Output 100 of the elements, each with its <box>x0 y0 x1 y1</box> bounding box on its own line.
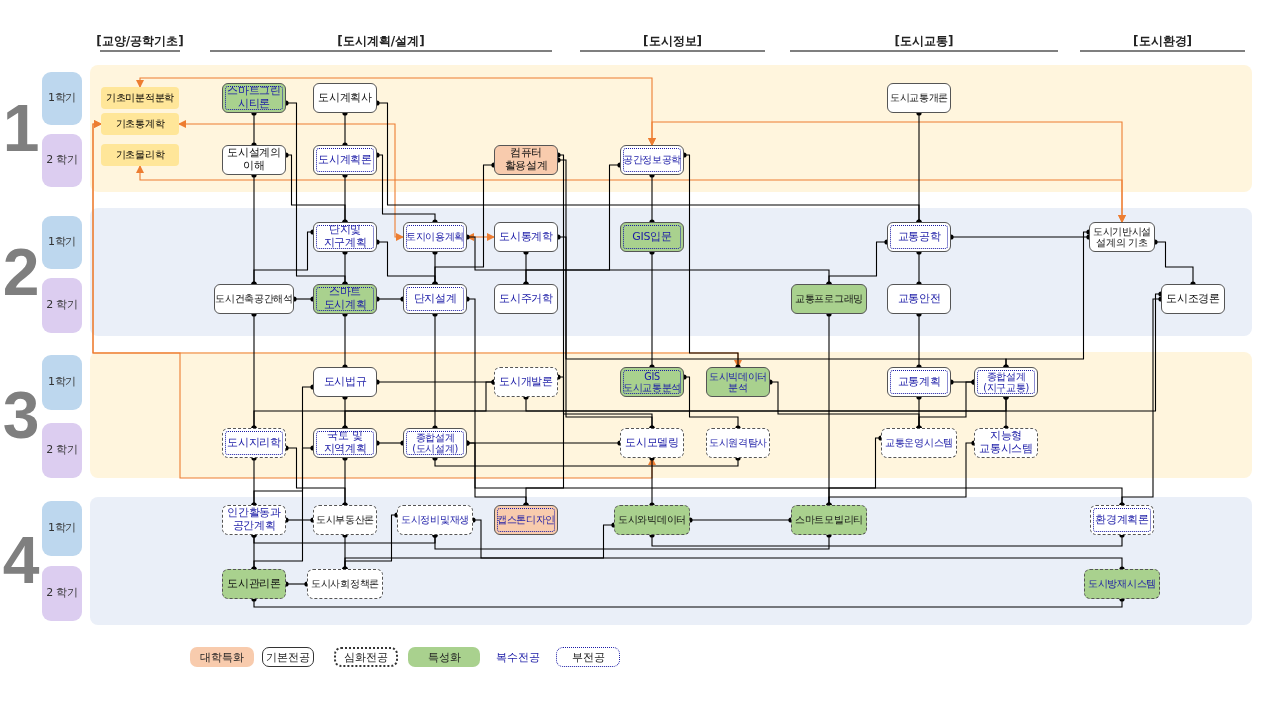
course-box: 도시정비및재생 <box>397 505 473 535</box>
column-header: [도시환경] <box>1133 33 1192 50</box>
connector-line <box>374 440 406 446</box>
course-box: 도시빅데이터 분석 <box>706 367 770 397</box>
course-box: 기초미분적분학 <box>101 87 179 109</box>
course-box: 인간활동과 공간계획 <box>222 505 286 535</box>
column-header: [도시계획/설계] <box>337 33 425 50</box>
connector-line <box>649 455 655 508</box>
connector-line <box>1152 239 1196 287</box>
connector-line <box>342 249 348 287</box>
connector-line <box>283 517 316 523</box>
arrow <box>648 121 1126 223</box>
semester-pill: 1학기 <box>42 500 82 556</box>
connector-line <box>916 249 922 287</box>
course-box: 스마트 도시계획 <box>313 284 377 314</box>
connector-line <box>342 522 617 572</box>
connector-line <box>374 152 438 225</box>
connector-line <box>432 455 741 467</box>
connector-line <box>283 152 348 225</box>
course-box: GIS 도시교통분석 <box>620 367 684 397</box>
course-box: 지능형 교통시스템 <box>974 428 1038 458</box>
column-header: [도시정보] <box>643 33 702 50</box>
course-box: 도시모델링 <box>620 428 684 458</box>
connector-line <box>342 311 348 370</box>
semester-pill: 1학기 <box>42 71 82 125</box>
year-number: 3 <box>2 382 40 448</box>
course-box: 종합설계 (지구교통) <box>974 367 1038 397</box>
connector-line <box>649 532 1125 547</box>
legend-label: 복수전공 <box>495 649 541 666</box>
connector-line <box>432 532 832 550</box>
course-box: 교통공학 <box>887 222 951 252</box>
connector-line <box>470 517 1125 572</box>
course-box: 도시건축공간해석 <box>214 284 294 314</box>
connector-line <box>251 311 257 431</box>
course-box: 도시기반시설 설계의 기초 <box>1089 222 1155 252</box>
semester-pill: 2 학기 <box>42 565 82 621</box>
column-header: [교양/공학기초] <box>96 33 184 50</box>
legend-item: 심화전공 <box>334 647 398 667</box>
course-box: 교통운영시스템 <box>881 428 957 458</box>
semester-pill: 2 학기 <box>42 277 82 333</box>
course-box: 도시사회정책론 <box>307 569 383 599</box>
course-box: 도시설계의 이해 <box>222 145 286 175</box>
connector-line <box>1003 394 1009 431</box>
course-box: 도시지리학 <box>222 428 286 458</box>
legend-item: 기본전공 <box>262 647 314 667</box>
connector-line <box>649 249 655 370</box>
connector-line <box>948 234 1092 240</box>
connector-line <box>374 100 922 225</box>
connector-line <box>251 596 1125 608</box>
connector-line <box>464 440 529 508</box>
course-box: 캡스톤디자인 <box>494 505 558 535</box>
course-box: 도시계획론 <box>313 145 377 175</box>
course-box: 교통안전 <box>887 284 951 314</box>
course-box: 도시방재시스템 <box>1084 569 1160 599</box>
connector-line <box>1003 229 1092 370</box>
connector-line <box>555 374 655 431</box>
year-number: 4 <box>2 527 40 593</box>
connector-line <box>342 455 348 508</box>
semester-pill: 2 학기 <box>42 133 82 187</box>
semester-pill: 1학기 <box>42 215 82 269</box>
connector-line <box>649 172 655 225</box>
course-box: 스마트모빌리티 <box>791 505 867 535</box>
course-box: 단지설계 <box>403 284 467 314</box>
connector-line <box>251 229 316 287</box>
arrow <box>178 120 404 241</box>
course-box: 도시개발론 <box>494 367 558 397</box>
course-box: 도시조경론 <box>1161 284 1225 314</box>
connector-line <box>291 296 316 302</box>
connector-line <box>826 440 977 508</box>
legend-item: 특성화 <box>408 647 480 667</box>
semester-pill: 2 학기 <box>42 422 82 478</box>
connector-line <box>681 152 741 370</box>
year-number: 2 <box>2 239 40 305</box>
connector-line <box>432 162 497 287</box>
course-box: 도시와빅데이터 <box>614 505 690 535</box>
course-box: 교통프로그래밍 <box>791 284 867 314</box>
connector-line <box>342 379 497 431</box>
course-box: 환경계획론 <box>1090 505 1154 535</box>
course-box: 스마트그린 시티론 <box>222 83 286 113</box>
course-box: 종합설계 (도시설계) <box>403 428 467 458</box>
legend-item: 대학특화 <box>190 647 254 667</box>
course-box: GIS입문 <box>620 222 684 252</box>
semester-pill: 1학기 <box>42 354 82 410</box>
connector-line <box>464 296 1125 508</box>
course-box: 도시주거학 <box>494 284 558 314</box>
course-box: 도시통계학 <box>494 222 558 252</box>
connector-line <box>251 445 316 508</box>
year-number: 1 <box>2 95 40 161</box>
course-box: 교통계획 <box>887 367 951 397</box>
connector-line <box>283 581 310 587</box>
course-box: 컴퓨터 활용설계 <box>494 145 558 175</box>
connector-line <box>251 110 257 148</box>
course-box: 도시법규 <box>313 367 377 397</box>
connector-line <box>681 374 741 431</box>
course-box: 도시원격탐사 <box>706 428 770 458</box>
course-box: 토지이용계획 <box>403 222 467 252</box>
connector-line <box>432 311 438 431</box>
connector-line <box>826 239 890 287</box>
connector-line <box>523 162 623 287</box>
arrow <box>92 120 656 479</box>
